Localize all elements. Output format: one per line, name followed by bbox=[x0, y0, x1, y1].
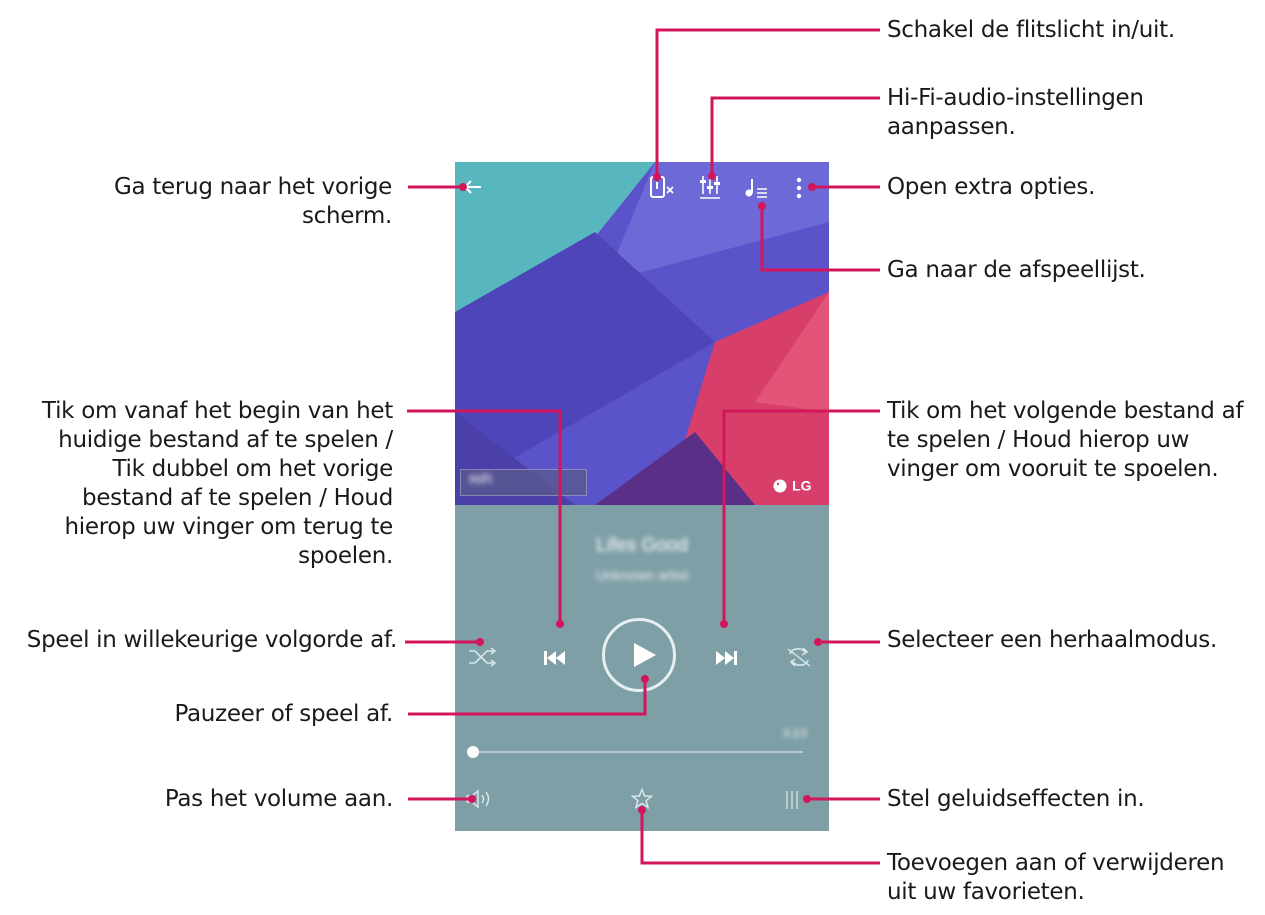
star-icon[interactable] bbox=[630, 787, 654, 814]
song-title: Lifes Good bbox=[596, 535, 688, 556]
progress-bar[interactable] bbox=[467, 746, 803, 758]
lg-logo: LG bbox=[773, 475, 812, 494]
back-arrow-icon[interactable] bbox=[461, 176, 483, 202]
label-repeat: Selecteer een herhaalmodus. bbox=[887, 627, 1217, 653]
label-favorites: Toevoegen aan of verwijderen uit uw favo… bbox=[887, 850, 1225, 905]
hifi-equalizer-icon[interactable] bbox=[698, 174, 722, 204]
hifi-badge: HiFi bbox=[460, 469, 587, 496]
skip-previous-icon[interactable] bbox=[543, 649, 567, 671]
progress-knob[interactable] bbox=[467, 746, 479, 758]
label-previous: Tik om vanaf het begin van het huidige b… bbox=[42, 398, 393, 569]
label-playlist: Ga naar de afspeellijst. bbox=[887, 257, 1146, 283]
label-volume: Pas het volume aan. bbox=[164, 786, 393, 812]
play-button[interactable] bbox=[602, 618, 676, 692]
label-next: Tik om het volgende bestand af te spelen… bbox=[887, 398, 1244, 482]
player-controls-panel: Lifes Good Unknown artist 3:23 bbox=[455, 505, 829, 831]
label-play: Pauzeer of speel af. bbox=[174, 701, 393, 727]
play-icon bbox=[634, 643, 656, 667]
playlist-icon[interactable] bbox=[744, 176, 768, 204]
music-player-screen: HiFi LG Lifes Good Unknown artist bbox=[455, 162, 829, 831]
skip-next-icon[interactable] bbox=[714, 649, 738, 671]
album-art bbox=[455, 162, 829, 505]
label-flashlight: Schakel de flitslicht in/uit. bbox=[887, 17, 1175, 43]
label-back: Ga terug naar het vorige scherm. bbox=[113, 174, 392, 229]
label-sound-effects: Stel geluidseffecten in. bbox=[887, 786, 1145, 812]
label-shuffle: Speel in willekeurige volgorde af. bbox=[26, 627, 398, 653]
flashlight-icon[interactable] bbox=[648, 174, 676, 204]
label-hifi: Hi-Fi-audio-instellingen aanpassen. bbox=[887, 85, 1144, 140]
callout-line-flashlight bbox=[655, 28, 880, 177]
lg-logo-text: LG bbox=[792, 477, 812, 494]
volume-icon[interactable] bbox=[464, 789, 492, 813]
label-options: Open extra opties. bbox=[887, 174, 1096, 200]
repeat-icon[interactable] bbox=[785, 646, 813, 672]
sound-effects-icon[interactable] bbox=[783, 789, 801, 815]
shuffle-icon[interactable] bbox=[467, 647, 497, 671]
more-options-icon[interactable] bbox=[795, 176, 803, 204]
song-artist: Unknown artist bbox=[595, 567, 689, 583]
total-time: 3:23 bbox=[782, 727, 807, 740]
hifi-badge-text: HiFi bbox=[469, 473, 493, 488]
